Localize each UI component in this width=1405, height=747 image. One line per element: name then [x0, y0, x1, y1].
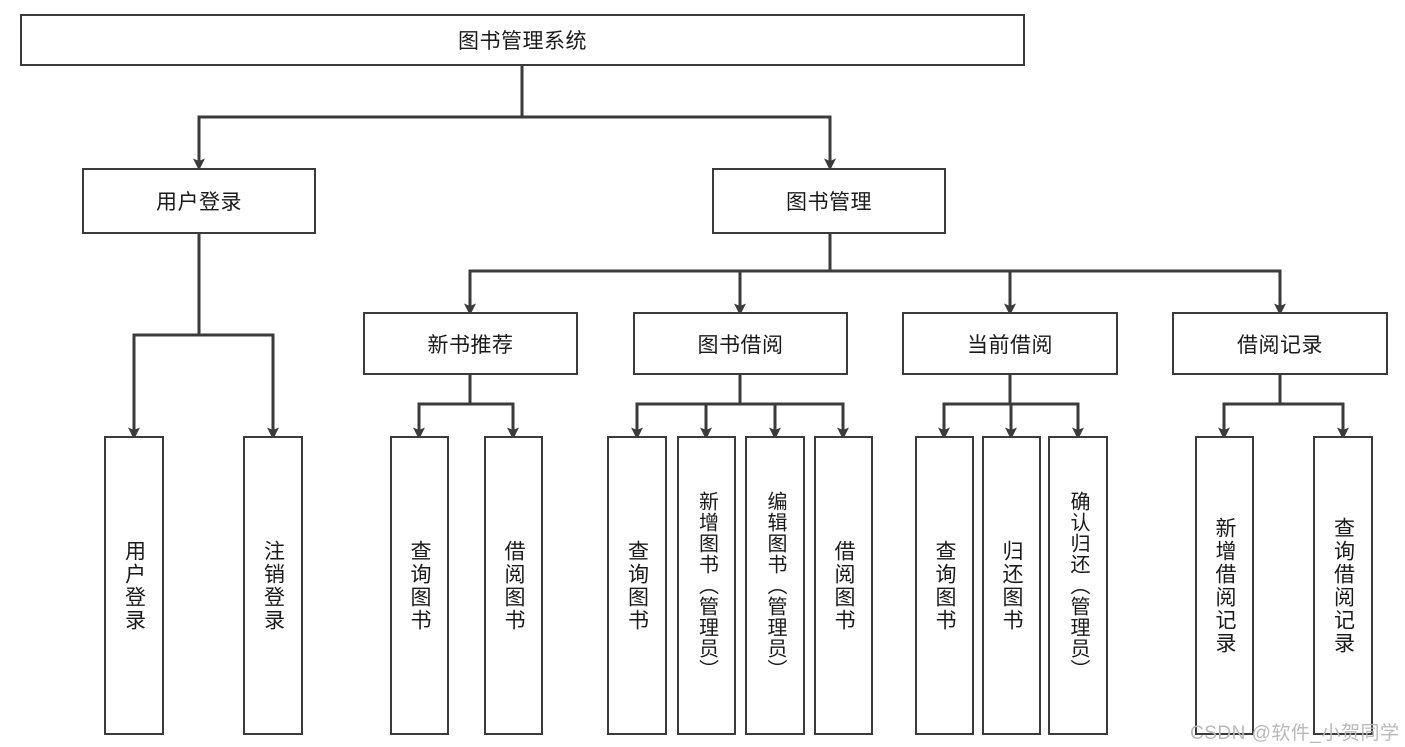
node-book-management-system[interactable]: 图书管理系统	[20, 14, 1025, 66]
node-borrowing-record[interactable]: 借阅记录	[1172, 312, 1388, 375]
node-label: 当前借阅	[967, 333, 1053, 357]
node-label: 借阅图书	[502, 539, 525, 632]
node-user-login[interactable]: 用户登录	[82, 168, 316, 234]
node-label: 图书管理	[786, 191, 872, 214]
node-label: 查询借阅记录	[1331, 516, 1355, 655]
leaf-query-book-borrowing[interactable]: 查询图书	[607, 436, 667, 735]
node-label: 新增借阅记录	[1213, 516, 1236, 655]
node-label: 图书管理系统	[458, 30, 587, 53]
leaf-query-book-recommend[interactable]: 查询图书	[390, 436, 449, 735]
node-label: 查询图书	[933, 539, 956, 632]
leaf-edit-book-admin[interactable]: 编辑图书（管理员）	[745, 436, 805, 735]
leaf-logout[interactable]: 注销登录	[243, 436, 303, 735]
node-book-management[interactable]: 图书管理	[712, 168, 946, 234]
node-label: 新增图书（管理员）	[695, 491, 718, 680]
node-current-borrowing[interactable]: 当前借阅	[902, 312, 1118, 375]
leaf-borrow-book-recommend[interactable]: 借阅图书	[484, 436, 543, 735]
node-label: 新书推荐	[427, 333, 514, 357]
node-label: 借阅图书	[832, 539, 855, 632]
node-label: 查询图书	[625, 539, 649, 632]
node-label: 查询图书	[408, 539, 431, 632]
leaf-query-book-current[interactable]: 查询图书	[915, 436, 974, 735]
node-book-borrowing[interactable]: 图书借阅	[633, 312, 848, 375]
csdn-watermark: CSDN @软件_小贺同学	[1190, 723, 1400, 744]
node-label: 编辑图书（管理员）	[764, 491, 786, 680]
leaf-borrow-book-borrowing[interactable]: 借阅图书	[814, 436, 873, 735]
leaf-add-borrowing-record[interactable]: 新增借阅记录	[1195, 436, 1254, 735]
leaf-add-book-admin[interactable]: 新增图书（管理员）	[677, 436, 736, 735]
node-label: 确认归还（管理员）	[1067, 491, 1089, 680]
leaf-user-login[interactable]: 用户登录	[104, 436, 164, 735]
leaf-query-borrowing-record[interactable]: 查询借阅记录	[1313, 436, 1373, 735]
node-new-book-recommendation[interactable]: 新书推荐	[363, 312, 578, 375]
node-label: 注销登录	[261, 539, 285, 632]
node-label: 借阅记录	[1237, 333, 1323, 357]
node-label: 图书借阅	[697, 333, 784, 357]
leaf-confirm-return-admin[interactable]: 确认归还（管理员）	[1048, 436, 1108, 735]
node-label: 用户登录	[156, 191, 242, 214]
node-label: 用户登录	[122, 539, 146, 632]
leaf-return-book[interactable]: 归还图书	[982, 436, 1041, 735]
node-label: 归还图书	[1000, 539, 1023, 632]
